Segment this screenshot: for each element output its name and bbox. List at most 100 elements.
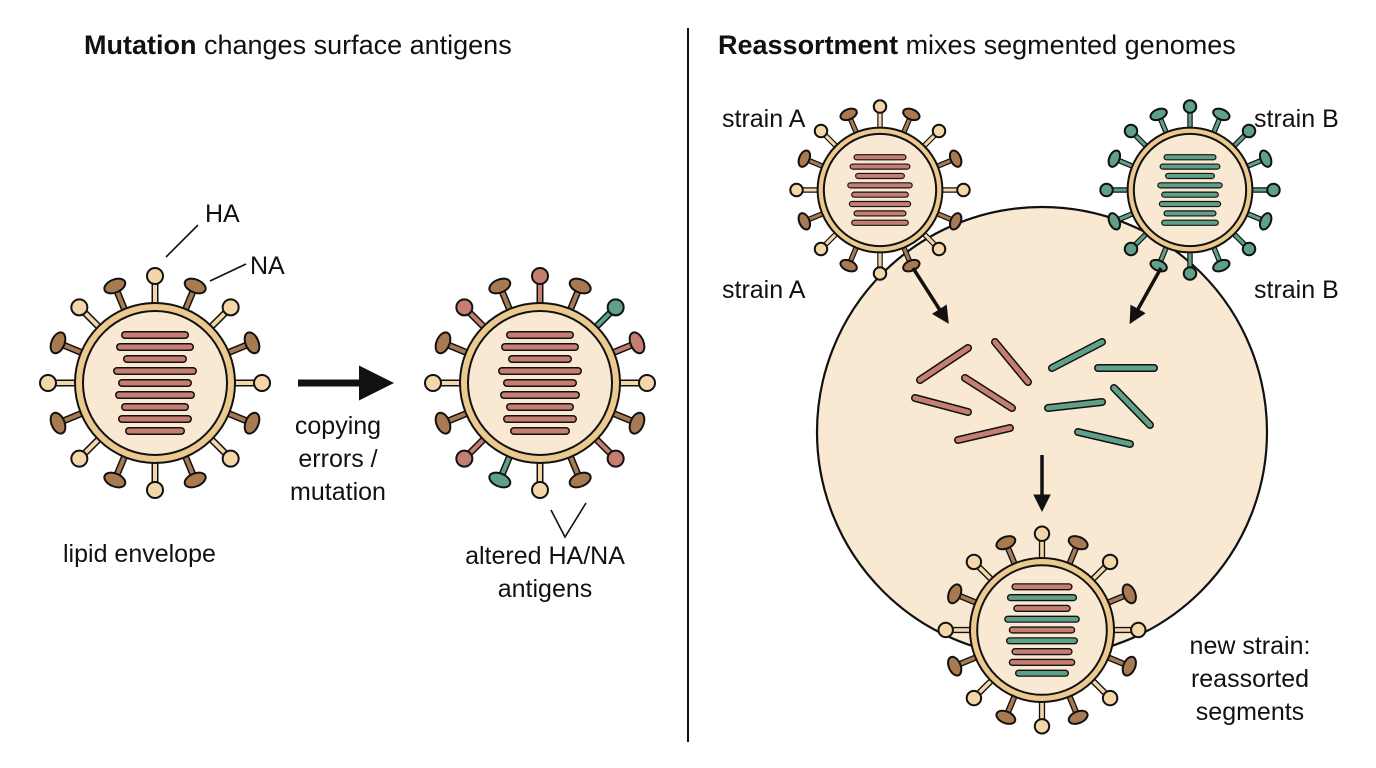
na-spike-head	[1212, 107, 1231, 122]
ha-spike-head	[253, 374, 271, 392]
ha-spike-head	[931, 123, 947, 139]
spike-stalk-fill	[208, 436, 230, 458]
na-spike-head	[1121, 655, 1137, 677]
left-panel-title: Mutation changes surface antigens	[84, 30, 512, 61]
spike-stalk-fill	[80, 308, 102, 330]
ha-spike-head	[424, 374, 442, 392]
ha-spike-head	[1099, 182, 1114, 198]
spike-stalk-fill	[80, 436, 102, 458]
ha-spike-head	[146, 481, 164, 499]
new-strain-line-1: new strain:	[1189, 632, 1311, 660]
na-spike-head	[488, 277, 512, 295]
strain-a-bottom-label: strain A	[722, 276, 806, 304]
envelope-label: lipid envelope	[63, 540, 216, 568]
strain-a-top-label: strain A	[722, 105, 806, 133]
spike-stalk-fill	[593, 436, 615, 458]
na-spike-head	[948, 149, 963, 168]
na-spike-head	[797, 149, 812, 168]
na-spike-head	[628, 331, 646, 355]
ha-spike-head	[606, 298, 625, 317]
free-segment	[962, 375, 1015, 411]
free-segment	[992, 339, 1031, 385]
na-spike-head	[568, 471, 592, 489]
na-spike-head	[1121, 583, 1137, 605]
spike-stalk-fill	[208, 308, 230, 330]
na-spike-head	[947, 583, 963, 605]
ha-label: HA	[205, 200, 240, 228]
reassorted-virus-particle	[937, 525, 1147, 735]
na-spike-head	[839, 107, 858, 122]
na-spike-head	[995, 709, 1017, 725]
strain-b-virus	[1099, 99, 1281, 281]
free-segment	[1075, 429, 1133, 447]
na-label: NA	[250, 252, 285, 280]
na-spike-head	[1149, 107, 1168, 122]
original-virus-particle	[39, 267, 271, 499]
ha-spike-head	[1241, 241, 1257, 257]
na-spike-head	[103, 277, 127, 295]
free-segment	[1045, 399, 1105, 411]
arrow-label-line-3: mutation	[290, 478, 386, 506]
ha-spike-head	[221, 298, 240, 317]
ha-spike-head	[937, 621, 954, 639]
na-spike-head	[243, 411, 261, 435]
new-strain-label: new strain: reassorted segments	[1170, 630, 1330, 729]
ha-spike-head	[872, 266, 888, 281]
strain-b-top-label: strain B	[1254, 105, 1339, 133]
ha-spike-head	[1266, 182, 1281, 198]
ha-spike-head	[813, 123, 829, 139]
ha-spike-head	[1033, 718, 1051, 735]
ha-spike-head	[813, 241, 829, 257]
na-spike-head	[839, 258, 858, 273]
mutated-virus-particle	[424, 267, 656, 499]
ha-spike-head	[1101, 689, 1119, 707]
spike-stalk-fill	[465, 308, 487, 330]
ha-spike-head	[789, 182, 804, 198]
ha-spike-head	[531, 481, 549, 499]
na-spike-head	[1212, 258, 1231, 273]
viral-core	[1132, 132, 1248, 248]
viral-core	[822, 132, 938, 248]
ha-spike-head	[146, 267, 164, 285]
na-spike-head	[1107, 212, 1122, 231]
ha-spike-head	[965, 689, 983, 707]
na-spike-head	[947, 655, 963, 677]
na-spike-head	[1107, 149, 1122, 168]
na-spike-head	[628, 411, 646, 435]
ha-spike-head	[531, 267, 549, 285]
mixed-genome-segments	[911, 338, 1158, 448]
ha-spike-head	[70, 298, 89, 317]
na-spike-head	[434, 331, 452, 355]
new-strain-line-3: segments	[1195, 698, 1305, 726]
ha-spike-head	[638, 374, 656, 392]
na-spike-head	[183, 277, 207, 295]
na-spike-head	[183, 471, 207, 489]
arrow-label-line-1: copying	[294, 412, 382, 440]
na-spike-head	[568, 277, 592, 295]
new-strain-line-2: reassorted	[1190, 665, 1310, 693]
altered-label-line-1: altered HA/NA	[465, 542, 625, 570]
ha-spike-head	[1033, 525, 1051, 542]
free-segment	[917, 345, 971, 383]
na-spike-head	[797, 212, 812, 231]
ha-spike-head	[221, 449, 240, 468]
na-spike-head	[1067, 709, 1089, 725]
ha-spike-head	[931, 241, 947, 257]
spike-stalk-fill	[593, 308, 615, 330]
ha-spike-head	[1241, 123, 1257, 139]
ha-spike-head	[606, 449, 625, 468]
right-title-bold: Reassortment	[718, 30, 899, 60]
na-spike-head	[1258, 212, 1273, 231]
na-spike-head	[243, 331, 261, 355]
ha-spike-head	[956, 182, 971, 198]
strain-b-entry-arrow	[1129, 267, 1163, 325]
strain-a-entry-arrow	[911, 267, 949, 324]
free-segment	[1111, 385, 1153, 428]
na-spike-head	[488, 471, 512, 489]
ha-spike-head	[1182, 99, 1198, 114]
ha-spike-head	[965, 553, 983, 571]
altered-antigens-bracket	[550, 502, 587, 539]
strain-a-virus	[789, 99, 971, 281]
right-title-rest: mixes segmented genomes	[898, 30, 1236, 60]
